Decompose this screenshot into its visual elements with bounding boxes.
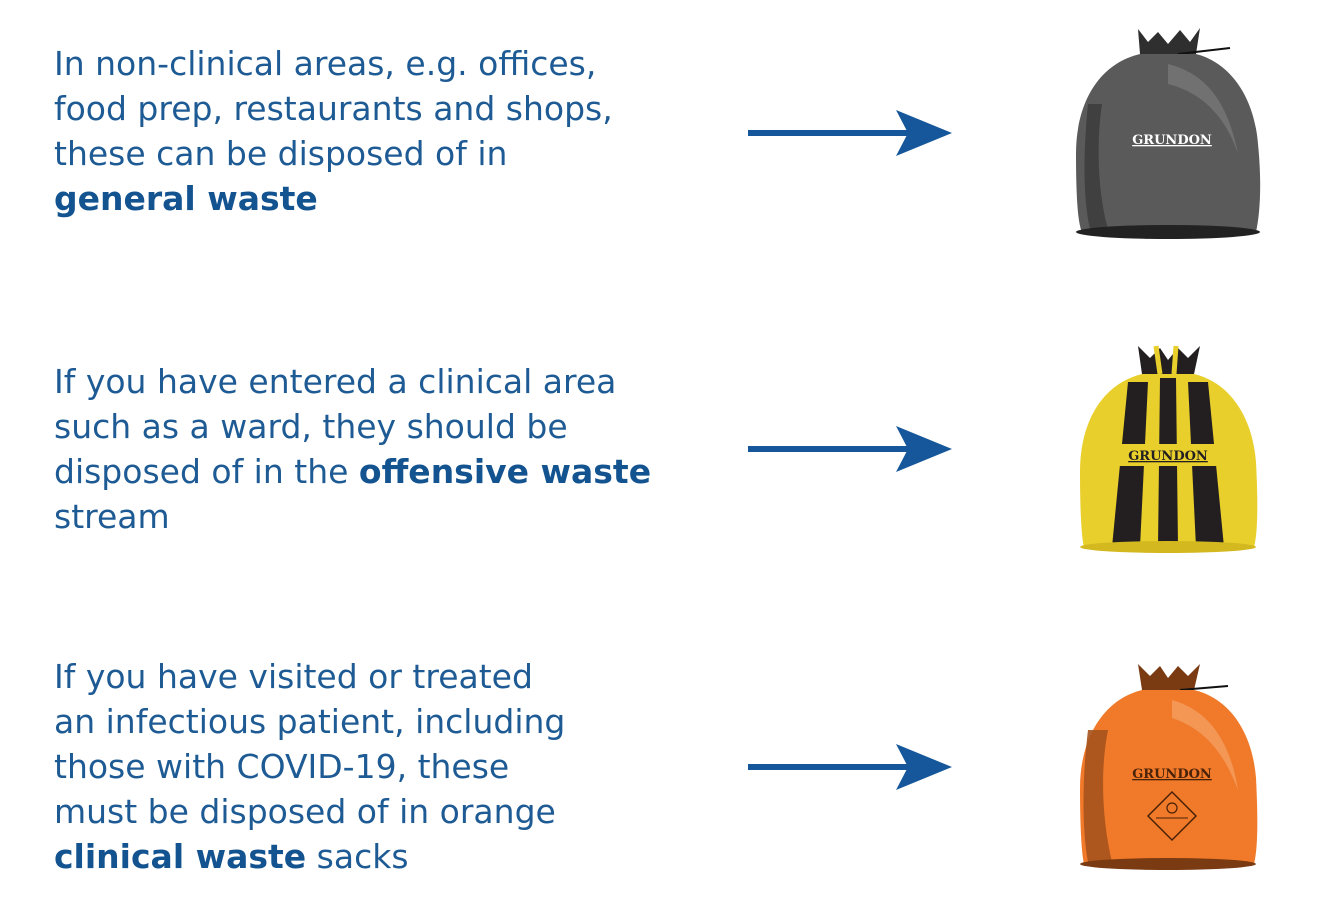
- offensive-waste-text: If you have entered a clinical area such…: [54, 359, 651, 539]
- biohazard-diamond-icon: [1146, 790, 1198, 842]
- text-line: such as a ward, they should be: [54, 407, 568, 446]
- text-line: food prep, restaurants and shops,: [54, 89, 613, 128]
- text-line: those with COVID-19, these: [54, 747, 510, 786]
- general-waste-bold: general waste: [54, 179, 318, 218]
- clinical-waste-text: If you have visited or treated an infect…: [54, 654, 565, 879]
- orange-clinical-waste-bag-icon: GRUNDON: [1080, 664, 1258, 870]
- clinical-waste-bold: clinical waste: [54, 837, 307, 876]
- bag-brand-label: GRUNDON: [1132, 133, 1212, 148]
- text-line: an infectious patient, including: [54, 702, 566, 741]
- offensive-waste-bold: offensive waste: [358, 452, 652, 491]
- text-line: In non-clinical areas, e.g. offices,: [54, 44, 597, 83]
- arrow-right-icon: [748, 426, 952, 472]
- arrow-right-icon: [748, 744, 952, 790]
- bag-brand-label: GRUNDON: [1128, 449, 1208, 464]
- black-waste-bag-icon: GRUNDON: [1076, 28, 1261, 239]
- bag-brand-label: GRUNDON: [1132, 767, 1212, 782]
- text-line: disposed of in the offensive waste: [54, 452, 652, 491]
- general-waste-text: In non-clinical areas, e.g. offices, foo…: [54, 41, 613, 221]
- text-line: must be disposed of in orange: [54, 792, 556, 831]
- text-line: If you have entered a clinical area: [54, 362, 617, 401]
- text-line: If you have visited or treated: [54, 657, 533, 696]
- text-line: these can be disposed of in: [54, 134, 508, 173]
- arrow-right-icon: [748, 110, 952, 156]
- tiger-striped-waste-bag-icon: GRUNDON: [1080, 345, 1258, 553]
- text-line: stream: [54, 497, 170, 536]
